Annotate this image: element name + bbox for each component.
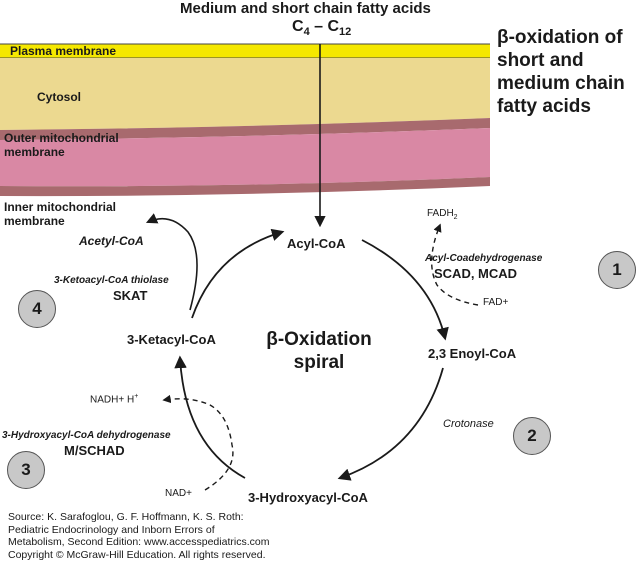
- outer-membrane-label-line2: membrane: [4, 145, 65, 159]
- step4-enzyme-abbr: SKAT: [113, 288, 148, 303]
- chain-c4: C: [292, 18, 304, 35]
- side-title-line4: fatty acids: [497, 96, 591, 117]
- acyl-coa-label: Acyl-CoA: [287, 236, 346, 251]
- enoyl-coa-label: 2,3 Enoyl-CoA: [428, 346, 517, 361]
- cycle-arrow-keto-to-acyl: [191, 228, 285, 319]
- diagram-title: Medium and short chain fatty acids: [180, 0, 431, 17]
- nad-plus-label: NAD+: [165, 488, 192, 499]
- source-line2: Pediatric Endocrinology and Inborn Error…: [8, 523, 215, 536]
- nadh-sup: +: [134, 393, 139, 400]
- ketacyl-coa-label: 3-Ketacyl-CoA: [127, 332, 216, 347]
- outer-membrane-label-line1: Outer mitochondrial: [4, 131, 119, 145]
- fadh2-sub: 2: [453, 214, 458, 221]
- cytosol-band: [0, 58, 490, 130]
- step-1-badge: 1: [598, 251, 636, 289]
- step3-enzyme-name: 3-Hydroxyacyl-CoA dehydrogenase: [2, 430, 171, 441]
- cytosol-label: Cytosol: [37, 90, 82, 104]
- cycle-center-line2: spiral: [293, 352, 345, 373]
- fadh2-label: FADH2: [427, 208, 458, 221]
- chain-c12: C: [327, 18, 340, 35]
- outer-membrane-label: Outer mitochondrial membrane: [4, 131, 119, 159]
- cycle-arrow-acyl-to-enoyl: [361, 239, 449, 341]
- chain-length-label: C4 – C12: [292, 18, 351, 38]
- chain-c4-sub: 4: [303, 26, 310, 39]
- side-title-line3: medium chain: [497, 73, 625, 94]
- nadh-text: NADH+ H: [90, 394, 135, 406]
- cycle-center-line1: β-Oxidation: [266, 329, 372, 350]
- inner-membrane-label: Inner mitochondrial membrane: [4, 200, 116, 228]
- hydroxyacyl-coa-label: 3-Hydroxyacyl-CoA: [248, 490, 368, 505]
- inner-membrane-label-line2: membrane: [4, 214, 65, 228]
- source-line4: Copyright © McGraw-Hill Education. All r…: [8, 548, 266, 561]
- fadh2-text: FADH: [427, 208, 454, 219]
- outer-mitochondrial-membrane-band: [0, 118, 490, 140]
- cycle-arrow-hydroxy-to-keto: [174, 355, 246, 479]
- step-4-badge: 4: [18, 290, 56, 328]
- intermembrane-space-band: [0, 128, 490, 187]
- step-2-badge: 2: [513, 417, 551, 455]
- acetyl-coa-label: Acetyl-CoA: [79, 234, 144, 248]
- source-citation: Source: K. Sarafoglou, G. F. Hoffmann, K…: [8, 511, 269, 561]
- cycle-center-label: β-Oxidation spiral: [254, 328, 384, 374]
- nadh-label: NADH+ H+: [90, 393, 138, 405]
- nad-dashed-arrow: [162, 394, 234, 491]
- side-title: β-oxidation of short and medium chain fa…: [497, 26, 625, 118]
- side-title-line2: short and: [497, 50, 584, 71]
- side-title-line1: β-oxidation of: [497, 27, 623, 48]
- fad-plus-label: FAD+: [483, 297, 509, 308]
- step1-enzyme-abbr: SCAD, MCAD: [434, 266, 518, 281]
- step3-enzyme-abbr: M/SCHAD: [64, 443, 125, 458]
- acetyl-coa-release-arrow: [145, 213, 198, 311]
- inner-membrane-label-line1: Inner mitochondrial: [4, 200, 117, 214]
- source-line3: Metabolism, Second Edition: www.accesspe…: [8, 536, 270, 548]
- source-line1: Source: K. Sarafoglou, G. F. Hoffmann, K…: [8, 511, 244, 523]
- step1-enzyme-name: Acyl-Coadehydrogenase: [425, 253, 543, 264]
- cycle-arrow-enoyl-to-hydroxy: [337, 367, 444, 481]
- step-3-badge: 3: [7, 451, 45, 489]
- step2-enzyme-name: Crotonase: [443, 418, 494, 430]
- chain-dash: –: [309, 18, 328, 35]
- chain-c12-sub: 12: [339, 26, 352, 39]
- step4-enzyme-name: 3-Ketoacyl-CoA thiolase: [54, 275, 169, 286]
- fad-dashed-arrow: [431, 223, 479, 306]
- plasma-membrane-label: Plasma membrane: [10, 44, 117, 58]
- inner-mitochondrial-membrane-band: [0, 177, 490, 197]
